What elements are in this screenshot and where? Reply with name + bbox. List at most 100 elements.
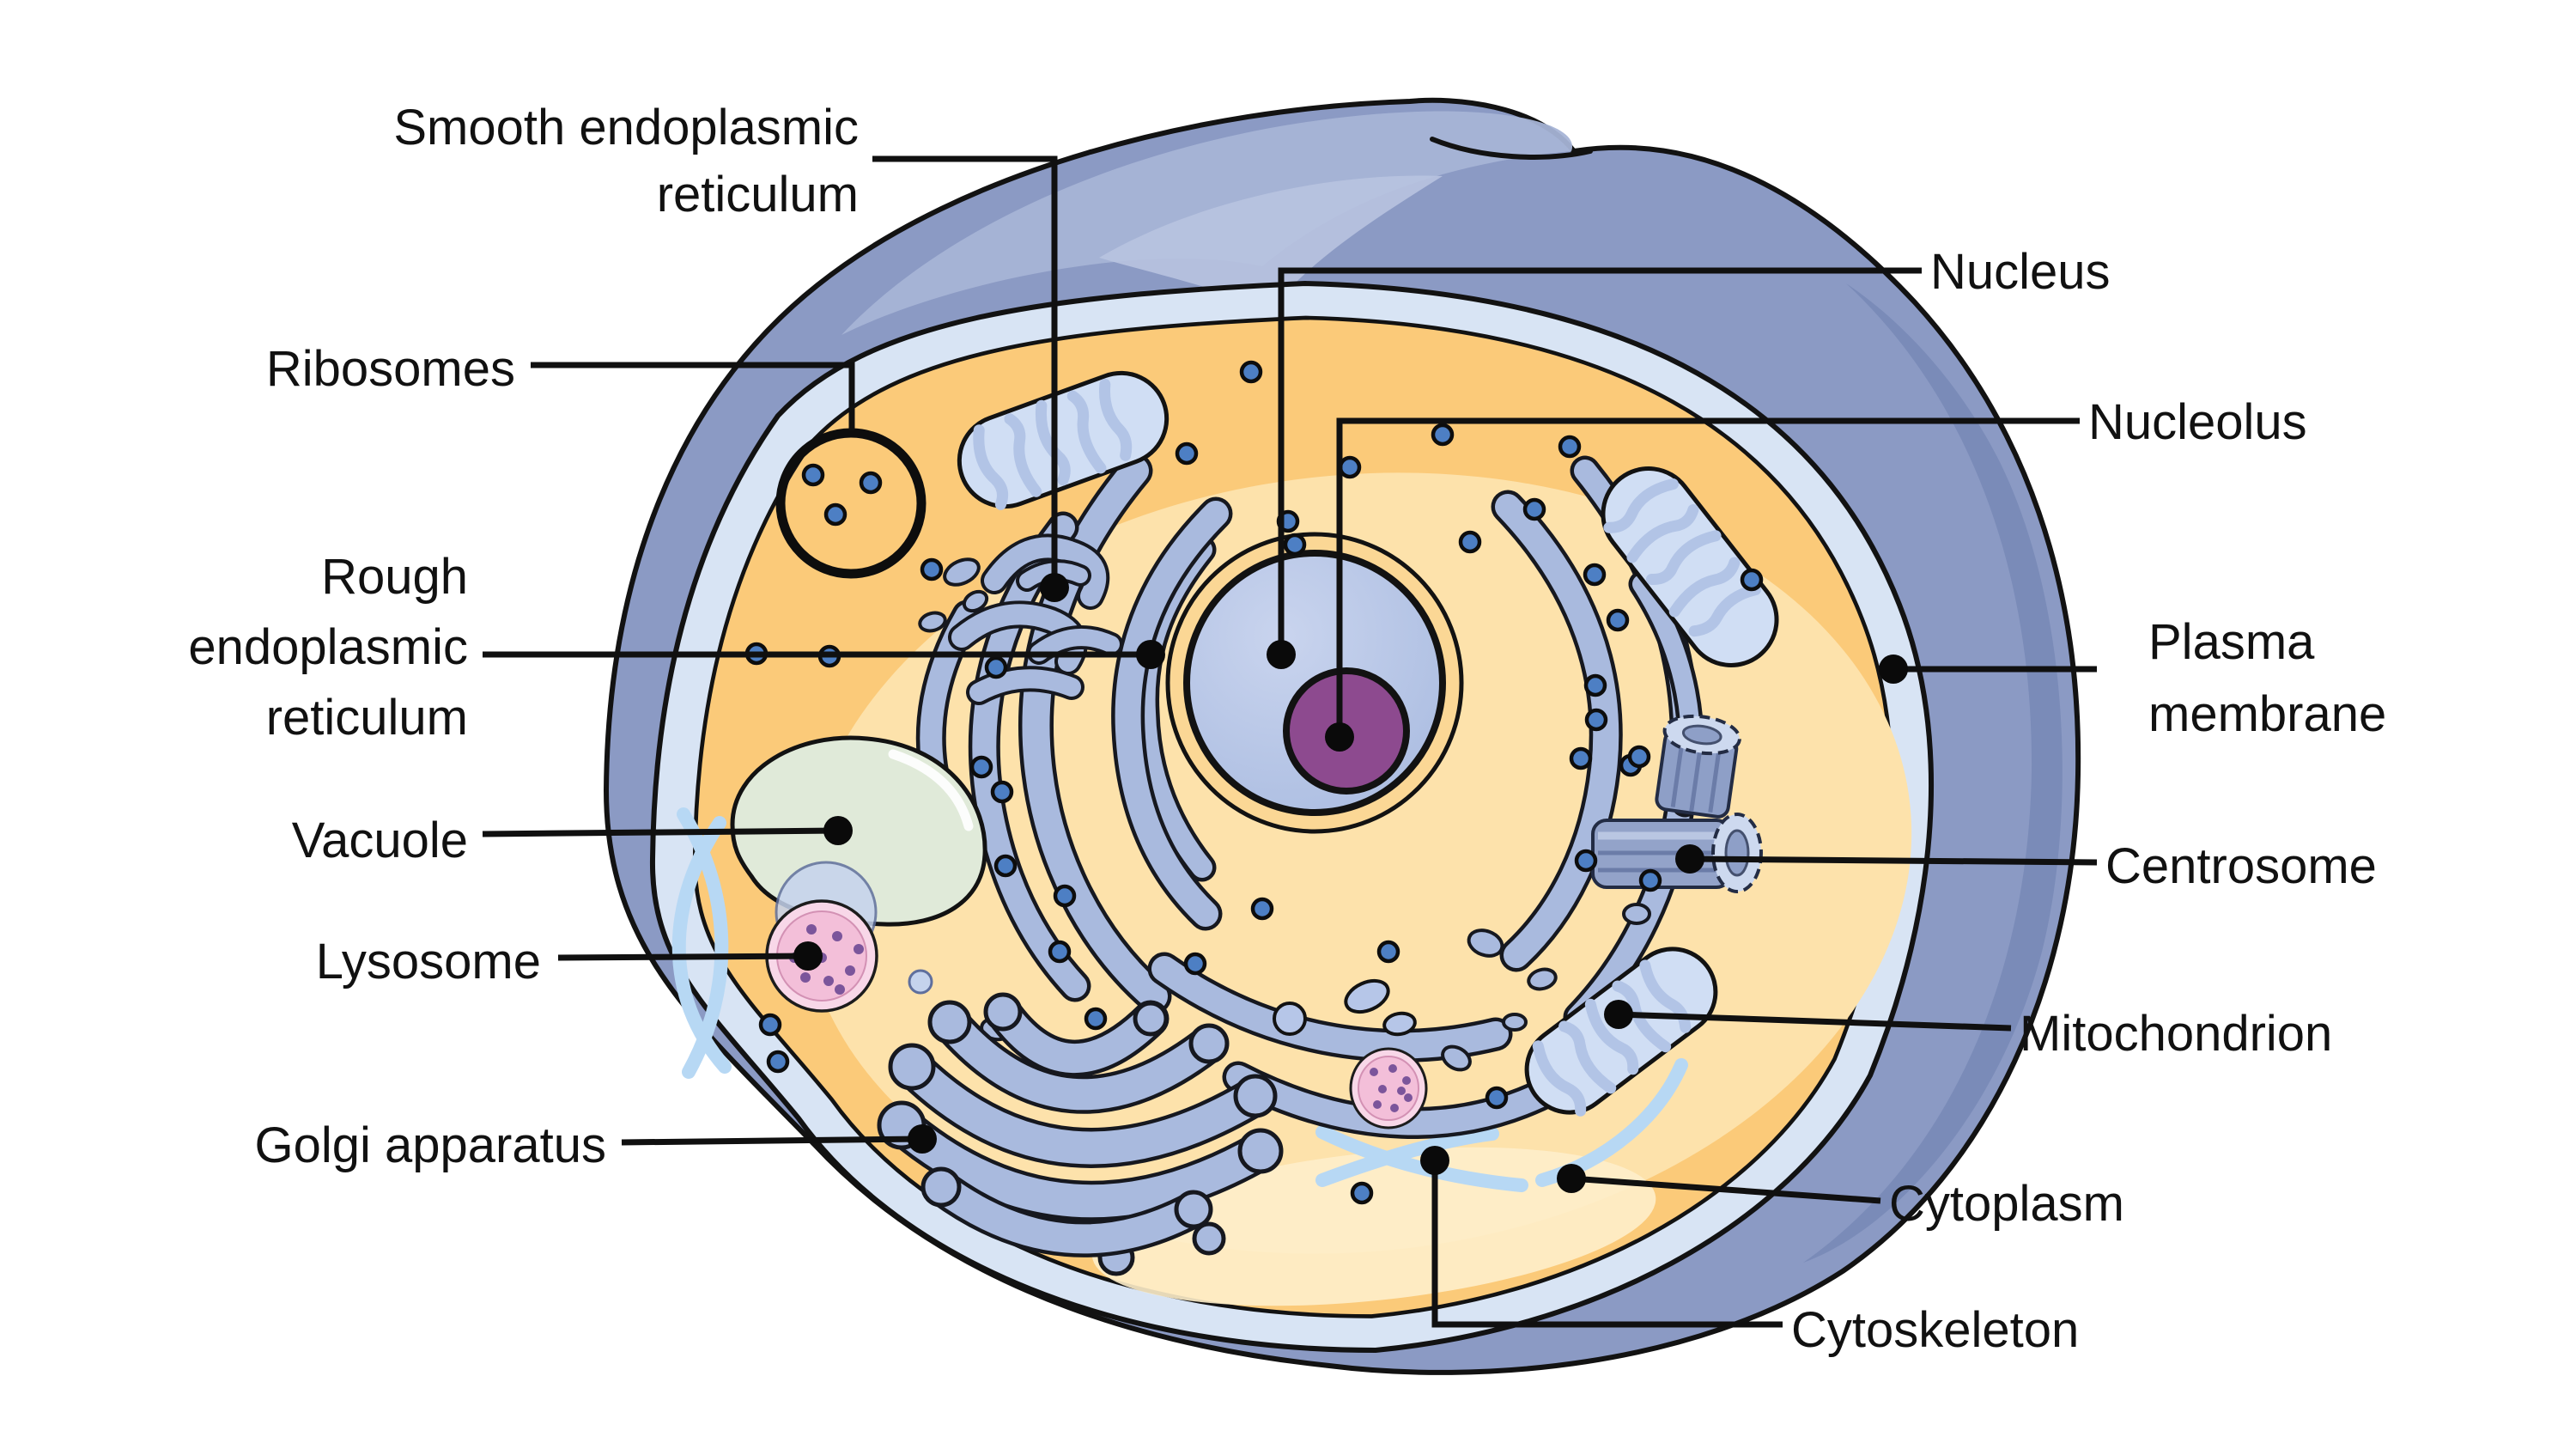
lysosome-granule	[835, 984, 845, 995]
centrosome	[1591, 714, 1763, 893]
mitochondrion-bottom	[1524, 947, 1718, 1117]
er-cisterna	[1115, 501, 1229, 927]
cytoskeleton-strand	[671, 816, 732, 1074]
mitochondrion-cristae	[1098, 378, 1133, 461]
vesicle	[1382, 1011, 1417, 1037]
mitochondrion-right	[1601, 466, 1779, 667]
label-cytoplasm: Cytoplasm	[1889, 1176, 2124, 1232]
leader-dot-cytoskeleton	[1420, 1146, 1449, 1175]
golgi-cisterna	[988, 997, 1165, 1073]
cell-exterior-highlight-2	[1099, 175, 1443, 309]
er-fragment	[1502, 1013, 1528, 1032]
ribosome-dot	[1458, 530, 1482, 554]
mitochondrion-cristae	[1066, 390, 1107, 474]
leader-cytoskeleton	[1431, 1164, 1783, 1328]
ribosome-dot	[1053, 884, 1077, 908]
smooth-er-vesicle	[918, 611, 947, 633]
mitochondrion-body	[1524, 947, 1718, 1115]
centriole-vertical	[1655, 714, 1741, 819]
vacuole-highlight	[888, 749, 974, 831]
lysosome-granule	[1378, 1085, 1387, 1093]
ribosome-dot	[766, 1050, 790, 1074]
ribosome-dot	[1584, 708, 1608, 732]
label-mitochondrion: Mitochondrion	[2020, 1006, 2332, 1062]
er-fragment	[1467, 929, 1504, 958]
golgi-apparatus	[877, 992, 1284, 1276]
ribosome-dot	[1338, 455, 1362, 479]
golgi-cisterna	[896, 1050, 1272, 1165]
lysosome-inner	[1358, 1056, 1419, 1121]
leader-dot-vacuole	[823, 816, 853, 845]
smooth-er-tubule	[969, 669, 1081, 702]
ribosome-dot	[969, 755, 993, 779]
lysosome-granule	[1388, 1064, 1397, 1073]
ribosome-dot	[1558, 435, 1582, 459]
lysosome-granule	[854, 944, 864, 954]
ribosome-dot	[1283, 533, 1307, 557]
leader-dot-mitochondrion	[1604, 1000, 1633, 1029]
smooth-er-tubule	[984, 537, 1107, 606]
ribosome-dot	[1606, 608, 1630, 632]
mitochondrion-cristae	[1558, 1020, 1617, 1094]
label-ribosomes: Ribosomes	[266, 341, 515, 397]
vesicles	[908, 969, 1417, 1037]
ribosome-cluster	[775, 428, 927, 579]
ribosome-dot	[1583, 673, 1607, 697]
mitochondrion-cristae	[973, 424, 1009, 510]
leader-lines	[482, 155, 2098, 1328]
lysosome-granule	[1402, 1076, 1411, 1085]
golgi-cisterna	[927, 1172, 1208, 1254]
membrane-fold-line	[1430, 137, 1593, 160]
label-centrosome: Centrosome	[2105, 838, 2377, 894]
golgi-bulb	[927, 1000, 972, 1044]
ribosome-dot	[1627, 745, 1651, 769]
leader-dot-smooth-endoplasmic-reticulum	[1040, 573, 1069, 602]
golgi-bulb	[1188, 1023, 1230, 1064]
ribosome-dot	[1485, 1086, 1509, 1110]
leader-smooth-endoplasmic-reticulum	[872, 155, 1058, 575]
mitochondrion-cristae	[1004, 413, 1042, 497]
label-cytoskeleton: Cytoskeleton	[1791, 1302, 2079, 1358]
leader-golgi-apparatus	[621, 1136, 923, 1146]
ribosome-dot	[1583, 563, 1607, 587]
mitochondrion-top-left	[957, 370, 1170, 510]
lysosome-granule	[823, 976, 834, 986]
ribosome-dot	[1183, 952, 1207, 976]
smooth-endoplasmic-reticulum	[918, 533, 1123, 705]
vesicle	[1273, 1002, 1307, 1036]
nucleus	[1165, 532, 1464, 834]
cell-exterior-shadow	[1803, 283, 2063, 1263]
leader-mitochondrion	[1618, 1011, 2012, 1032]
golgi-bulb	[888, 1043, 936, 1091]
mitochondria	[957, 370, 1779, 1117]
ribosome-dot	[859, 471, 883, 495]
er-cisterna	[1495, 494, 1619, 968]
lysosome	[765, 861, 878, 1013]
golgi-bulb	[1192, 1221, 1226, 1256]
ribosome-dot	[1376, 940, 1400, 964]
leader-ribosomes	[531, 362, 855, 430]
leader-dot-cytoplasm	[1557, 1164, 1586, 1193]
smooth-er-vesicle	[962, 589, 989, 613]
mitochondrion-cristae	[1626, 504, 1699, 563]
ribosome-dot	[1048, 940, 1072, 964]
lysosome-granule	[800, 972, 811, 983]
mitochondrion-cristae	[1532, 1040, 1587, 1117]
leader-centrosome	[1689, 855, 2098, 866]
mitochondrion-cristae	[1645, 530, 1722, 585]
lysosome-granule	[1373, 1100, 1382, 1109]
leader-dot-centrosome	[1675, 844, 1704, 874]
mitochondrion-cristae	[1603, 478, 1679, 533]
vesicle	[1344, 978, 1390, 1014]
cytoskeleton-strand	[1315, 1125, 1528, 1192]
leader-dot-lysosome	[793, 941, 823, 971]
leader-dot-nucleolus	[1325, 722, 1354, 752]
ribosome-dot	[1250, 897, 1274, 921]
er-fragment	[1441, 1044, 1472, 1072]
vesicle	[908, 969, 933, 995]
ribosome-dot	[1239, 360, 1263, 384]
